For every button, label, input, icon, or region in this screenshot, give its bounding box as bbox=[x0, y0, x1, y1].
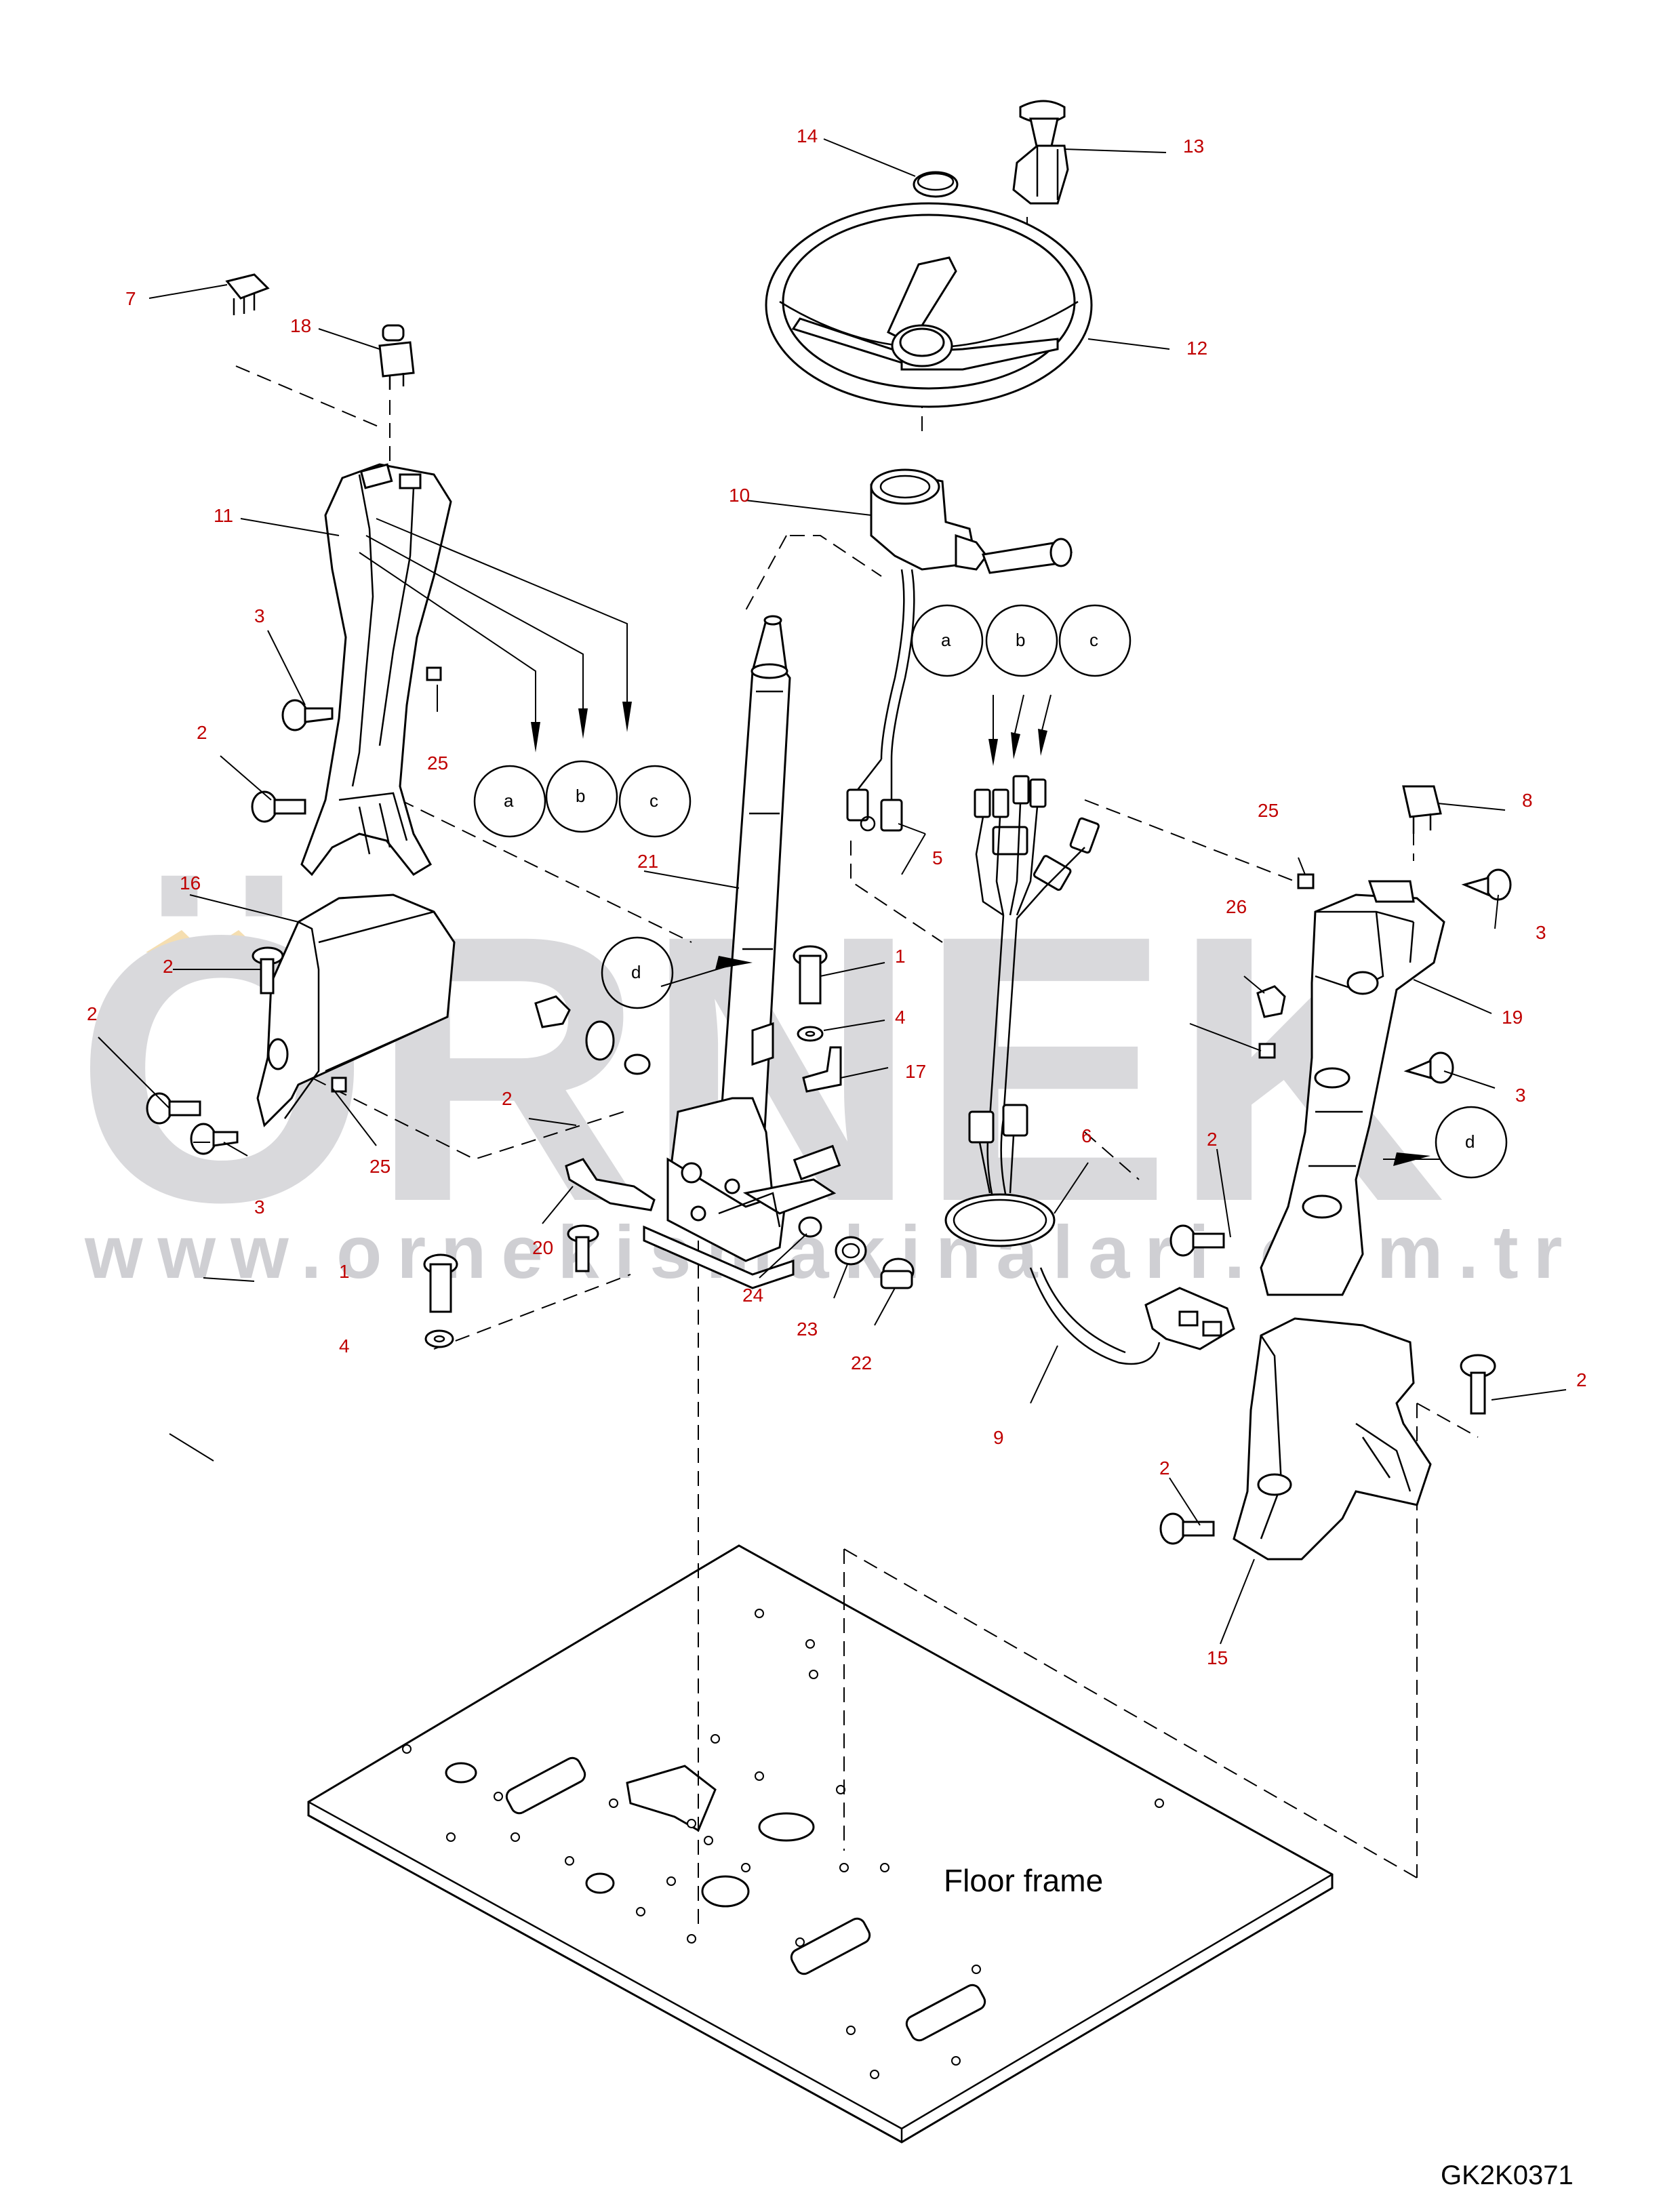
wiring-harness bbox=[944, 775, 1235, 1365]
ref-letter-a-right: a bbox=[941, 630, 951, 650]
ref-letter-d-right: d bbox=[1465, 1131, 1475, 1152]
reference-circles bbox=[473, 604, 1508, 1179]
left-lower-cover bbox=[256, 893, 456, 1127]
callout: 20 bbox=[532, 1237, 553, 1258]
callout: 12 bbox=[1186, 338, 1207, 359]
watermark-accent-1 bbox=[146, 930, 205, 952]
ref-letter-c-right: c bbox=[1089, 630, 1098, 650]
callout: 18 bbox=[290, 315, 311, 336]
ref-letter-a-left: a bbox=[504, 790, 514, 811]
callout: 25 bbox=[427, 752, 448, 773]
right-lower-cover bbox=[1233, 1317, 1432, 1561]
ref-letter-d-left: d bbox=[631, 962, 641, 982]
callout: 3 bbox=[1515, 1085, 1526, 1106]
callout: 25 bbox=[369, 1156, 391, 1177]
assembly-lines bbox=[235, 217, 1479, 1932]
callout: 5 bbox=[932, 847, 943, 868]
callout: 2 bbox=[502, 1088, 513, 1109]
floor-frame: Floor frame bbox=[307, 1544, 1334, 2144]
callout: 13 bbox=[1183, 136, 1204, 157]
callout: 19 bbox=[1502, 1007, 1523, 1028]
callout: 22 bbox=[851, 1352, 872, 1373]
callout: 2 bbox=[87, 1003, 98, 1024]
figure-id: GK2K0371 bbox=[1441, 2160, 1574, 2190]
floor-frame-label: Floor frame bbox=[944, 1863, 1103, 1898]
callout: 2 bbox=[163, 956, 174, 977]
callout: 3 bbox=[254, 605, 265, 626]
callout: 17 bbox=[905, 1061, 926, 1082]
callout: 2 bbox=[1159, 1457, 1170, 1479]
steering-wheel bbox=[765, 100, 1093, 408]
ref-letter-c-left: c bbox=[649, 790, 658, 811]
callout: 14 bbox=[797, 125, 818, 146]
callout: 21 bbox=[637, 851, 658, 872]
callout: 2 bbox=[1207, 1129, 1218, 1150]
ref-letter-b-left: b bbox=[576, 786, 585, 806]
callout: 1 bbox=[895, 946, 906, 967]
ref-letter-b-right: b bbox=[1016, 630, 1025, 650]
callout: 4 bbox=[339, 1335, 350, 1356]
arrowheads bbox=[531, 702, 1430, 1166]
combination-switch bbox=[846, 468, 1073, 832]
reference-letters: a b c a b c d d bbox=[504, 630, 1475, 1152]
callout: 2 bbox=[197, 722, 207, 743]
callout: 3 bbox=[1536, 922, 1546, 943]
callout: 3 bbox=[254, 1197, 265, 1218]
callout: 7 bbox=[125, 288, 136, 309]
callout: 16 bbox=[180, 872, 201, 893]
callout: 24 bbox=[742, 1285, 763, 1306]
right-column-cover bbox=[1260, 880, 1445, 1296]
callout: 25 bbox=[1258, 800, 1279, 821]
callout: 9 bbox=[993, 1427, 1004, 1448]
callout: 6 bbox=[1081, 1125, 1092, 1146]
callout: 1 bbox=[339, 1261, 350, 1282]
callout: 8 bbox=[1522, 790, 1533, 811]
callout: 23 bbox=[797, 1319, 818, 1340]
callout: 10 bbox=[729, 485, 750, 506]
callout: 4 bbox=[895, 1007, 906, 1028]
callout: 2 bbox=[1576, 1369, 1587, 1390]
leader-lines bbox=[98, 138, 1567, 1645]
steering-column bbox=[643, 615, 841, 1289]
callout: 11 bbox=[214, 505, 233, 526]
watermark-accent-2 bbox=[203, 930, 262, 952]
callout: 26 bbox=[1226, 896, 1247, 917]
left-column-cover bbox=[300, 463, 452, 877]
callout: 15 bbox=[1207, 1647, 1228, 1668]
callout-numbers: 1 1 2 2 2 2 2 2 2 3 3 3 3 4 4 5 6 7 8 9 … bbox=[87, 125, 1587, 1668]
